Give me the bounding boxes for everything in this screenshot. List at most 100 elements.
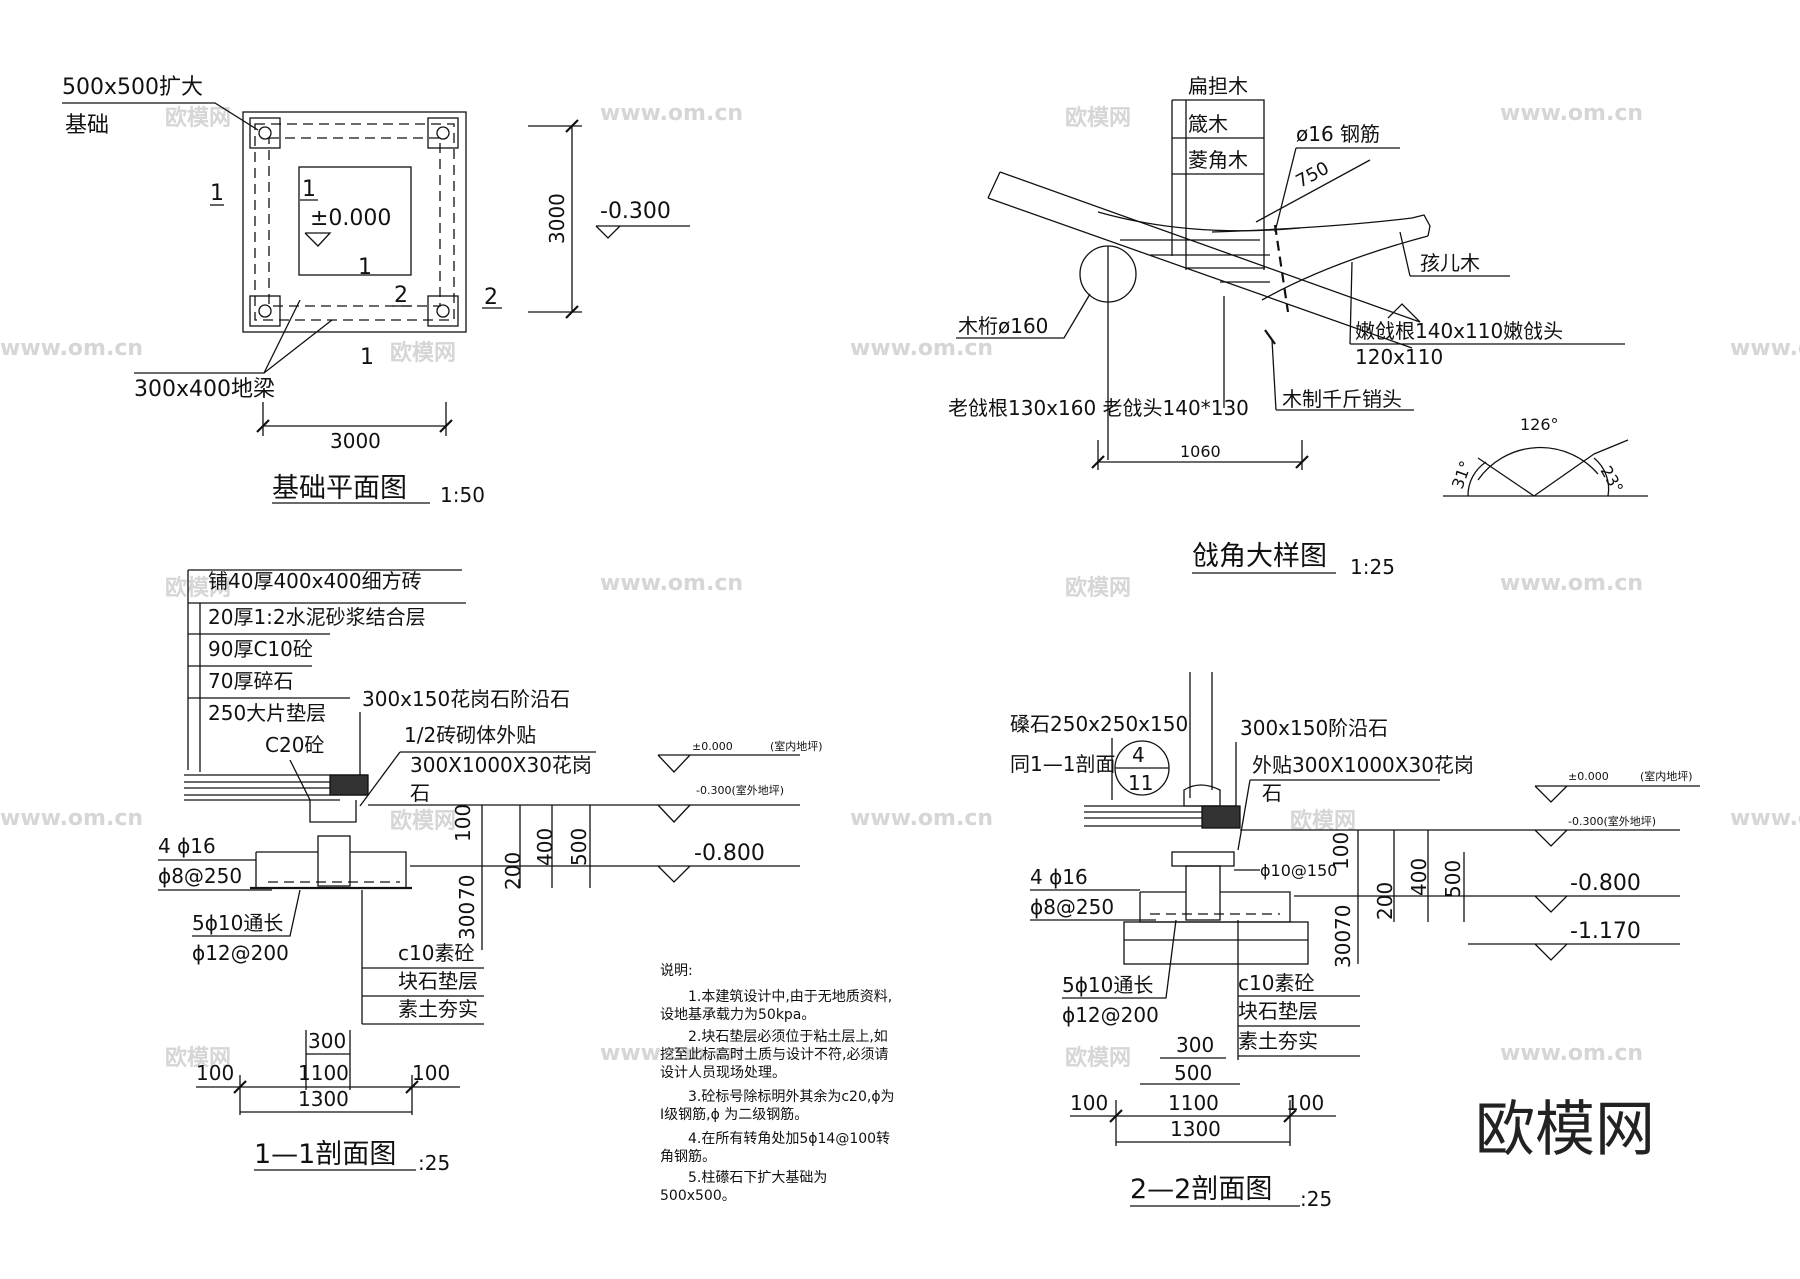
section-1-1: 铺40厚400x400细方砖 20厚1:2水泥砂浆结合层 90厚C10砼 70厚… <box>158 569 823 1175</box>
watermark-brand: 欧模网 <box>390 808 456 834</box>
leader-line <box>289 759 311 801</box>
layer-label: 铺40厚400x400细方砖 <box>208 569 422 593</box>
dimension-text: 100 <box>196 1061 234 1085</box>
dimension-tick <box>233 1080 247 1094</box>
rafter-tip <box>1387 303 1421 323</box>
sec11-wall-label: 300X1000X30花岗 <box>410 753 592 777</box>
sec22-base-layer: 块石垫层 <box>1238 999 1318 1023</box>
column-marker <box>436 126 450 140</box>
watermark-url: www.om.cn <box>0 336 143 361</box>
column-marker <box>436 304 450 318</box>
dimension-tick <box>405 1080 419 1094</box>
eave-label-jianmu: 箴木 <box>1188 112 1228 136</box>
section-mark: 2 <box>484 285 498 310</box>
level-symbol <box>1534 943 1568 961</box>
leader-line <box>1237 779 1251 851</box>
plinth-stone <box>1183 784 1221 807</box>
notes-line: 设地基承载力为50kpa。 <box>660 1006 815 1023</box>
level-label: -0.800 <box>1570 871 1641 896</box>
level-label: -0.800 <box>694 841 765 866</box>
dimension-text: 500 <box>567 828 591 866</box>
eave-label-pin: 木制千斤销头 <box>1282 387 1402 411</box>
notes-line: 4.在所有转角处加5ϕ14@100转 <box>688 1131 890 1147</box>
rebar-line <box>1273 224 1290 313</box>
watermark-layer: 欧模网 www.om.cn 欧模网 www.om.cn www.om.cn 欧模… <box>0 101 1800 1165</box>
sec22-bar-12-label: ϕ12@200 <box>1062 1003 1159 1027</box>
level-symbol <box>595 225 621 239</box>
level-note: (室内地坪) <box>1640 769 1693 783</box>
eave-label-biandanmu: 扁担木 <box>1188 74 1248 98</box>
plan-beam-outline <box>254 123 455 321</box>
angle-label: 126° <box>1520 415 1559 434</box>
watermark-brand: 欧模网 <box>1065 105 1131 131</box>
angle-arc <box>1593 457 1610 497</box>
section-2-2: 4 11 磉石250x250x150 同1—1剖面 300x150阶沿石 外贴3… <box>1010 672 1700 1211</box>
level-symbol <box>657 754 691 773</box>
sec22-stirrup-label: ϕ8@250 <box>1030 895 1114 919</box>
leader-line <box>263 319 333 374</box>
sec22-scale: :25 <box>1300 1187 1332 1211</box>
step-stone <box>329 774 369 796</box>
sec22-stirrup2-label: ϕ10@150 <box>1260 861 1337 880</box>
detail-sheet: 11 <box>1128 771 1153 795</box>
sec11-wall-label: 1/2砖砌体外贴 <box>404 723 536 747</box>
dimension-text: 200 <box>1373 882 1397 920</box>
level-symbol <box>304 232 332 247</box>
eave-title: 戗角大样图 <box>1192 541 1327 572</box>
step-stone <box>1201 805 1241 829</box>
plan-floor-area <box>298 166 412 276</box>
layer-label: 70厚碎石 <box>208 669 293 693</box>
dimension-text: 400 <box>533 828 557 866</box>
sec22-rebar-label: 4 ϕ16 <box>1030 865 1088 889</box>
layer-label: 90厚C10砼 <box>208 637 313 661</box>
sec22-title: 2—2剖面图 <box>1130 1174 1272 1205</box>
detail-number: 4 <box>1132 743 1145 767</box>
notes-line: 2.块石垫层必须位于粘土层上,如 <box>688 1029 888 1045</box>
level-symbol <box>1534 829 1568 847</box>
dimension-tick <box>1091 455 1105 469</box>
plan-beam-label: 300x400地梁 <box>134 377 275 402</box>
dimension-text: 100 <box>412 1061 450 1085</box>
level-label: ±0.000 <box>1568 770 1609 783</box>
dimension-tick <box>1109 1109 1123 1123</box>
level-symbol <box>657 804 691 823</box>
watermark-url: www.om.cn <box>600 571 743 596</box>
dimension-text: 200 <box>501 852 525 890</box>
notes-line: 5.柱礤石下扩大基础为 <box>688 1169 827 1186</box>
watermark-brand: 欧模网 <box>165 1045 231 1071</box>
nenqiang-head <box>1411 214 1431 237</box>
watermark-brand: 欧模网 <box>1065 575 1131 601</box>
angle-ray <box>1533 453 1595 497</box>
watermark-url: www.om.cn <box>850 806 993 831</box>
angle-label: 31° <box>1448 458 1476 491</box>
dimension-text: 1100 <box>1168 1091 1219 1115</box>
column-marker <box>258 126 272 140</box>
dimension-line <box>1255 159 1371 223</box>
watermark-brand: 欧模网 <box>165 575 231 601</box>
sec11-step-label: 300x150花岗石阶沿石 <box>362 687 570 711</box>
dimension-text: 70 <box>455 875 479 900</box>
dimension-text: 1300 <box>1170 1117 1221 1141</box>
dimension-text: 70 <box>1331 905 1355 930</box>
dimension-text: 100 <box>1070 1091 1108 1115</box>
sec22-wall-label: 外贴300X1000X30花岗 <box>1252 753 1474 777</box>
leader-line <box>359 751 401 807</box>
leader-line <box>956 293 1091 339</box>
notes-heading: 说明: <box>660 963 693 979</box>
layer-label: 20厚1:2水泥砂浆结合层 <box>208 605 426 629</box>
watermark-url: www.om.cn <box>1500 101 1643 126</box>
eave-scale: 1:25 <box>1350 555 1395 579</box>
corner-footing <box>249 117 281 149</box>
leader-line <box>1271 339 1277 411</box>
watermark-logo: 欧模网 <box>1475 1095 1655 1165</box>
leader-line <box>134 299 301 374</box>
angle-arc <box>1467 461 1487 497</box>
sec11-base-layer: c10素砼 <box>398 941 474 965</box>
dimension-text: 1100 <box>298 1061 349 1085</box>
dimension-tick <box>565 119 579 133</box>
corner-footing <box>249 295 281 327</box>
sec22-plinth-label: 磉石250x250x150 <box>1010 712 1188 736</box>
dimension-text: 300 <box>455 902 479 940</box>
level-label: -1.170 <box>1570 919 1641 944</box>
dimension-text: 100 <box>1329 832 1353 870</box>
